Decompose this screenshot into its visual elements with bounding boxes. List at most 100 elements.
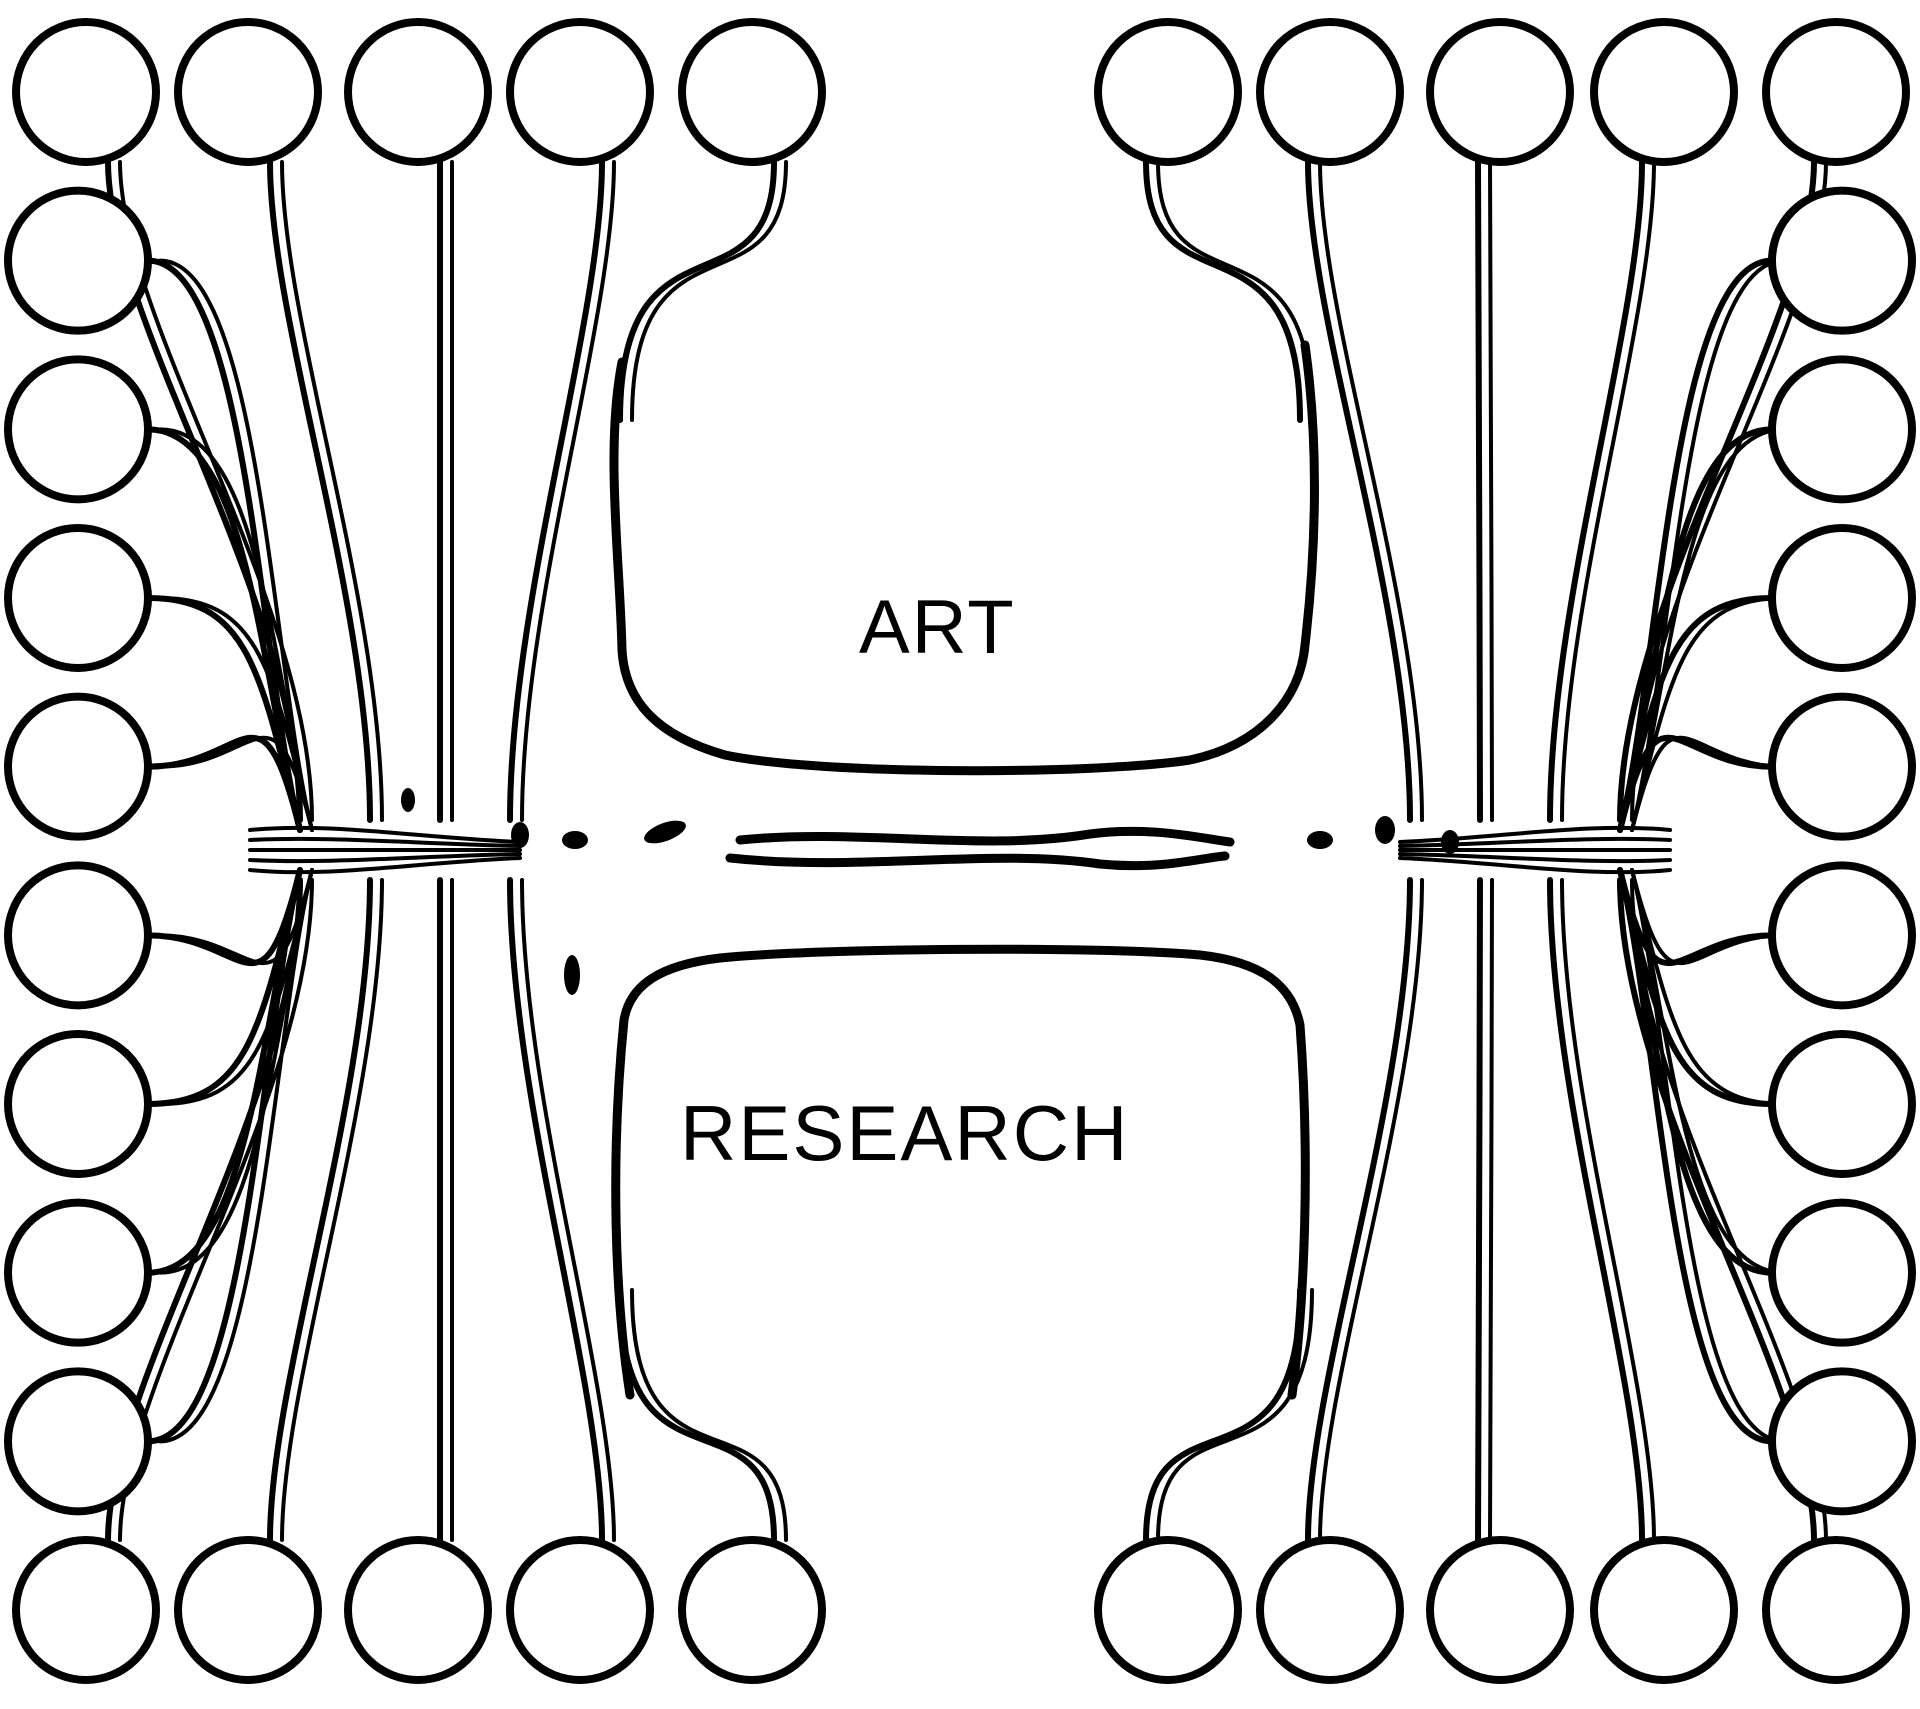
node-circle [4,861,152,1010]
fiber-strand [630,160,788,422]
node-circle [1426,18,1574,166]
ink-mark [401,788,415,812]
fiber-strand [248,825,522,844]
ink-mark [1375,816,1395,844]
fiber-strand [145,867,303,1445]
logo-word-art: ART [859,585,1016,670]
fiber-strand [158,735,314,832]
fiber-strand [617,159,777,423]
fiber-strand [248,836,522,848]
fiber-strand [520,878,616,1542]
ink-mark [1307,831,1333,849]
node-circle [1768,186,1916,335]
node-circle [1426,1536,1574,1684]
logo-center-walls [609,340,1319,1400]
fiber-strand [1630,868,1786,1444]
fiber-strand [1475,877,1483,1543]
fiber-strand [158,427,314,832]
node-circle [1590,18,1738,166]
fiber-strand [520,160,616,822]
fiber-strand [1560,160,1656,822]
node-circle [1762,1536,1910,1684]
node-circle [344,1536,492,1684]
node-circle [1768,692,1916,841]
node-circle [12,1536,160,1684]
fiber-strand [1547,159,1645,823]
fiber-strand [248,852,522,864]
fiber-strand [267,159,373,823]
node-circle [1590,1536,1738,1684]
node-circle [678,18,826,166]
fiber-strand [1630,596,1786,832]
node-circle [4,1198,152,1347]
fiber-strand [1143,159,1303,423]
top-chamber-outline [609,340,1319,776]
node-circle [1762,18,1910,166]
fiber-strand [1318,878,1424,1542]
fiber-strand [617,1287,777,1543]
fiber-strand [507,877,605,1543]
fiber-strand [158,868,314,1444]
node-circle [1768,1030,1916,1178]
bottom-chamber-outline [611,944,1310,1400]
node-circle [1094,18,1242,166]
center-fold-line [735,826,1235,847]
fiber-strand [248,856,522,875]
ink-mark [564,955,580,995]
fiber-strand [1488,160,1494,822]
node-circle [1256,18,1404,166]
node-circle [344,18,492,166]
node-circle [1768,1367,1916,1516]
node-circle [1768,524,1916,672]
node-circle [4,1030,152,1178]
node-circle [1768,355,1916,504]
fiber-strand [280,878,384,1542]
node-circle [174,18,322,166]
fiber-strand [1305,877,1413,1543]
fiber-strand [1617,867,1775,1445]
fiber-strand [1630,427,1786,832]
ink-mark [1441,830,1459,854]
fiber-strand [1475,159,1483,823]
fiber-strand [1398,825,1672,844]
node-circle [174,1536,322,1684]
fiber-strand [1318,160,1424,822]
ink-mark [562,831,588,849]
fiber-strand [1156,160,1314,422]
fiber-strand [1560,878,1656,1542]
ink-mark [644,820,686,844]
fiber-strand [1398,836,1672,848]
center-fold-line-2 [725,851,1230,871]
node-circle [12,18,160,166]
node-circle [4,524,152,672]
node-circle [4,692,152,841]
fiber-strand [507,159,605,823]
node-circle [678,1536,826,1684]
fiber-strand [158,596,314,832]
fiber-strand [1630,735,1786,832]
fiber-strand [145,734,303,833]
node-circle [1094,1536,1242,1684]
ink-mark [511,822,529,848]
node-circle [1768,1198,1916,1347]
fiber-strand [280,160,384,822]
node-circle [4,186,152,335]
fiber-strand [1398,852,1672,864]
node-circle [4,1367,152,1516]
node-circle [4,355,152,504]
fiber-strand [1547,877,1645,1543]
fiber-strand [1156,1288,1314,1542]
fiber-strand [630,1288,788,1542]
fiber-strand [267,877,373,1543]
logo-word-research: RESEARCH [680,1089,1130,1177]
fiber-strand [1398,856,1672,875]
node-circle [1768,861,1916,1010]
logo-ink-marks [401,788,1459,995]
node-circle [506,1536,654,1684]
logo-fibers [105,159,1828,1543]
logo-nodes [4,18,1916,1684]
fiber-strand [1488,878,1494,1542]
fiber-strand [1305,159,1413,823]
node-circle [1256,1536,1404,1684]
